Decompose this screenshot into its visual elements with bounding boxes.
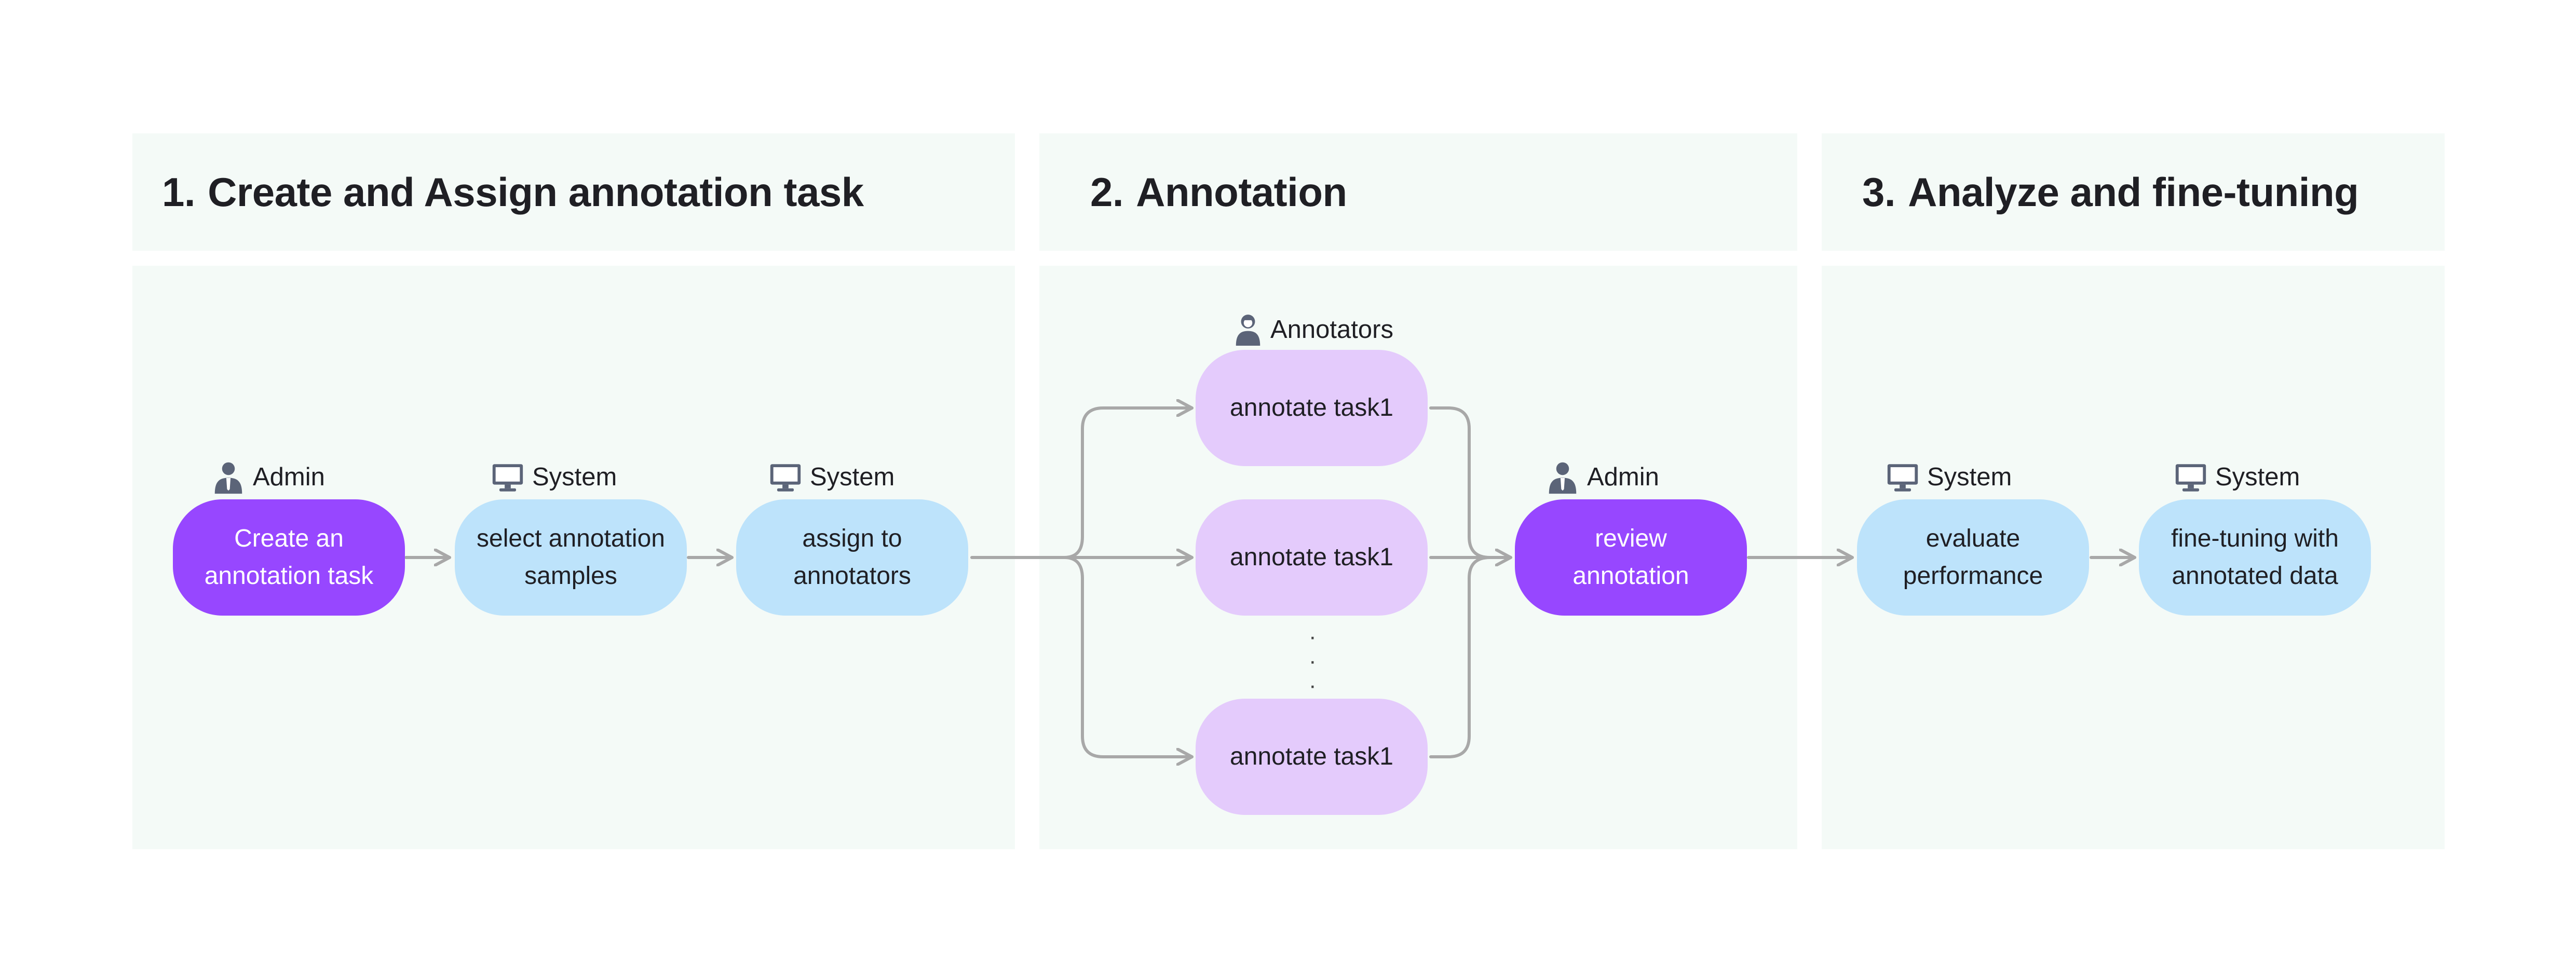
arrow-task-3-to-merge xyxy=(1429,556,1492,758)
node-annotate-task-3-label: annotate task1 xyxy=(1230,743,1393,770)
node-create-task: Create an annotation task xyxy=(173,499,405,616)
node-annotate-task-1: annotate task1 xyxy=(1196,350,1428,466)
section-1-title: Create and Assign annotation task xyxy=(208,169,864,215)
role-system-3-label: System xyxy=(1927,463,2012,491)
monitor-icon xyxy=(492,464,523,492)
node-finetune-label: fine-tuning with annotated data xyxy=(2171,525,2339,590)
section-2-header: 2. Annotation xyxy=(1039,133,1797,251)
annotator-person-icon xyxy=(1236,315,1260,346)
monitor-icon xyxy=(770,464,801,492)
admin-person-icon xyxy=(214,462,242,494)
role-system-2: System xyxy=(767,459,894,495)
role-system-1-label: System xyxy=(532,463,617,491)
ellipsis-dot-3: · xyxy=(1309,673,1317,698)
role-annotators-label: Annotators xyxy=(1270,316,1393,344)
section-3-number: 3. xyxy=(1862,169,1896,215)
node-assign-label: assign to annotators xyxy=(793,525,911,590)
arrow-task-1-to-merge xyxy=(1429,406,1492,559)
monitor-icon xyxy=(1887,464,1918,492)
section-2-number: 2. xyxy=(1090,169,1124,215)
node-evaluate: evaluate performance xyxy=(1857,499,2089,616)
role-system-4: System xyxy=(2173,459,2300,495)
node-annotate-task-2-label: annotate task1 xyxy=(1230,543,1393,571)
section-3-title: Analyze and fine-tuning xyxy=(1908,169,2359,215)
node-review-label: review annotation xyxy=(1572,525,1689,590)
role-admin-1: Admin xyxy=(210,459,325,495)
node-annotate-task-1-label: annotate task1 xyxy=(1230,394,1393,421)
role-admin-1-label: Admin xyxy=(253,463,325,491)
node-finetune: fine-tuning with annotated data xyxy=(2139,499,2371,616)
section-1-number: 1. xyxy=(162,169,196,215)
node-select-samples-label: select annotation samples xyxy=(477,525,665,590)
ellipsis-dot-2: · xyxy=(1309,648,1317,674)
node-annotate-task-2: annotate task1 xyxy=(1196,499,1428,616)
role-system-2-label: System xyxy=(810,463,895,491)
section-2-title: Annotation xyxy=(1136,169,1347,215)
node-assign: assign to annotators xyxy=(736,499,968,616)
role-annotators: Annotators xyxy=(1232,311,1393,348)
role-system-1: System xyxy=(490,459,617,495)
role-system-4-label: System xyxy=(2215,463,2300,491)
monitor-icon xyxy=(2175,464,2206,492)
node-create-task-label: Create an annotation task xyxy=(204,525,374,590)
node-annotate-task-3: annotate task1 xyxy=(1196,699,1428,815)
admin-person-icon xyxy=(1549,462,1577,494)
arrow-fork-to-task-1 xyxy=(1063,408,1194,559)
arrow-fork-to-task-3 xyxy=(1063,556,1194,757)
role-admin-2: Admin xyxy=(1544,459,1659,495)
node-evaluate-label: evaluate performance xyxy=(1903,525,2043,590)
section-1-header: 1. Create and Assign annotation task xyxy=(132,133,1015,251)
role-system-3: System xyxy=(1884,459,2012,495)
node-review: review annotation xyxy=(1515,499,1747,616)
role-admin-2-label: Admin xyxy=(1587,463,1659,491)
ellipsis-dot-1: · xyxy=(1309,624,1317,649)
node-select-samples: select annotation samples xyxy=(455,499,687,616)
section-3-header: 3. Analyze and fine-tuning xyxy=(1822,133,2445,251)
